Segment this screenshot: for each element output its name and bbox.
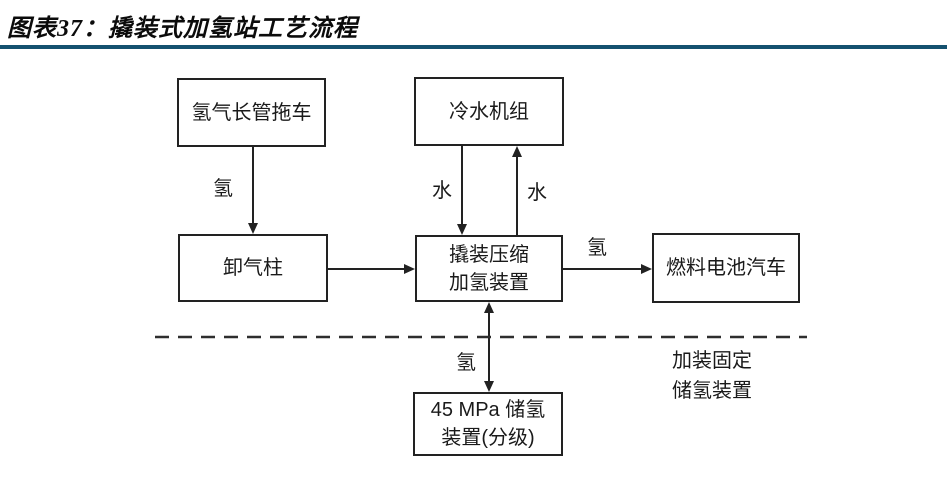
edge-label-hydrogen-to-vehicle: 氢 (587, 237, 607, 259)
node-label: 45 MPa 储氢 装置(分级) (430, 399, 546, 449)
node-label: 氢气长管拖车 (191, 101, 312, 124)
node-chilled-water-unit: 冷水机组 (414, 77, 564, 146)
node-hydrogen-tube-trailer: 氢气长管拖车 (177, 78, 326, 147)
node-label: 冷水机组 (449, 100, 529, 123)
node-fuel-cell-vehicle: 燃料电池汽车 (652, 233, 800, 303)
annotation-fixed-storage-note: 加装固定 储氢装置 (672, 350, 752, 402)
edge-label-water-return: 水 (527, 182, 547, 204)
edge-label-water-supply: 水 (432, 180, 452, 202)
node-skid-compression-refueling-unit: 撬装压缩 加氢装置 (415, 235, 563, 302)
title-divider-rule (0, 45, 947, 49)
node-label: 燃料电池汽车 (666, 257, 786, 279)
node-gas-unloading-column: 卸气柱 (178, 234, 328, 302)
edge-label-hydrogen-to-storage: 氢 (456, 352, 476, 374)
node-45mpa-hydrogen-storage: 45 MPa 储氢 装置(分级) (413, 392, 563, 456)
node-label: 卸气柱 (223, 257, 283, 279)
edge-label-hydrogen-to-unloading: 氢 (213, 178, 233, 200)
figure-title: 图表37：撬装式加氢站工艺流程 (7, 16, 358, 42)
node-label: 撬装压缩 加氢装置 (449, 243, 529, 294)
